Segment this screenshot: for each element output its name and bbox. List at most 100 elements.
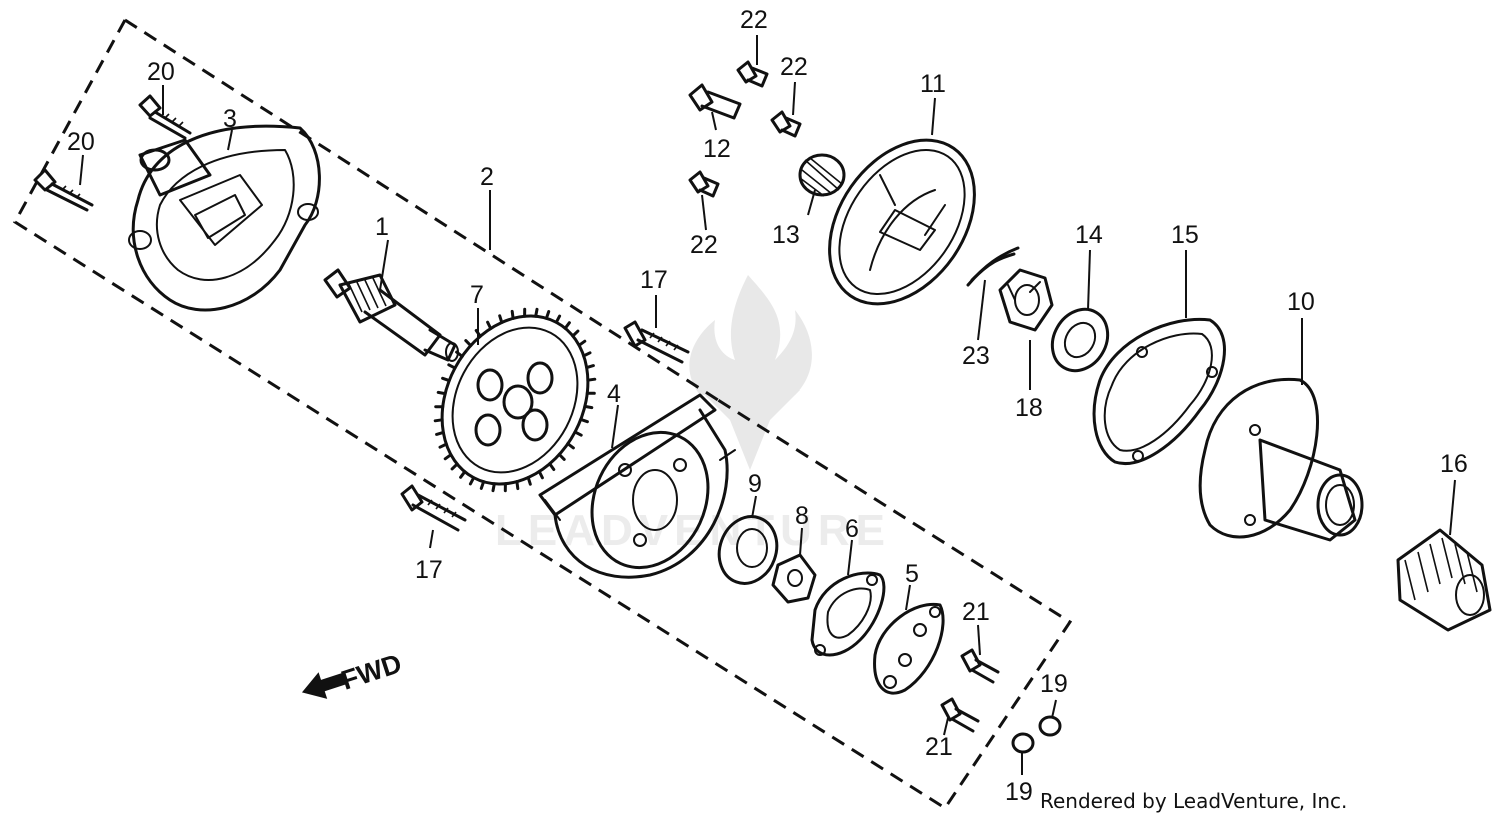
part-17-bolt-upper [623, 320, 690, 364]
callout-2: 2 [480, 163, 494, 191]
gear-tooth [585, 364, 595, 370]
leader-lines [79, 35, 1456, 775]
callout-20-lower: 20 [67, 128, 95, 156]
arrow-left-icon [301, 672, 347, 699]
gear-tooth [566, 442, 575, 450]
part-16-gear [1396, 528, 1492, 632]
callout-18: 18 [1015, 394, 1043, 422]
gear-tooth [443, 453, 453, 461]
callout-15: 15 [1171, 221, 1199, 249]
part-12-bolt [688, 83, 742, 120]
gear-tooth [468, 476, 476, 486]
part-13-spring [798, 153, 846, 197]
part-15-gasket [1092, 317, 1226, 465]
part-22-bolt-low [688, 170, 720, 198]
callout-9: 9 [748, 470, 762, 498]
gear-tooth [582, 351, 592, 358]
part-6-gasket [810, 571, 886, 657]
callout-16: 16 [1440, 450, 1468, 478]
gear-tooth [577, 339, 587, 347]
part-5-cover-plate [873, 602, 945, 695]
gear-tooth [459, 470, 467, 479]
callout-17-upper: 17 [640, 266, 668, 294]
gear-tooth [579, 417, 589, 424]
gear-tooth [583, 404, 594, 410]
part-10-housing [1198, 377, 1364, 542]
gear-tooth [486, 320, 493, 330]
callout-1: 1 [375, 213, 389, 241]
gear-tooth [441, 376, 451, 383]
part-11-oil-strainer [828, 138, 976, 306]
callout-19-upper: 19 [1040, 670, 1068, 698]
fwd-label: FWD [338, 648, 406, 696]
gear-tooth [433, 418, 444, 423]
part-19-o-ring-lower [1011, 732, 1035, 754]
gear-tooth [464, 339, 473, 348]
callout-22-mid: 22 [780, 53, 808, 81]
part-21-screw-lower [940, 697, 980, 733]
gear-tooth [510, 309, 515, 320]
gear-tooth [571, 329, 580, 338]
gear-tooth [586, 377, 597, 382]
part-8-inner-rotor [771, 553, 817, 604]
part-20-bolt-upper [138, 94, 192, 140]
gear-tooth [447, 363, 457, 370]
forward-direction-indicator: FWD [301, 648, 406, 699]
part-22-bolt-mid [770, 110, 802, 138]
callout-5: 5 [905, 560, 919, 588]
part-22-bolt-top [736, 60, 769, 88]
part-1-pump-shaft [323, 268, 459, 362]
part-4-pump-body [538, 393, 736, 579]
part-9-outer-rotor [717, 515, 779, 585]
gear-tooth [435, 430, 445, 436]
gear-tooth [544, 310, 551, 320]
callout-6: 6 [845, 515, 859, 543]
callout-8: 8 [795, 502, 809, 530]
gear-tooth [573, 430, 583, 437]
gear-tooth [526, 476, 532, 486]
assembly-boundary [13, 18, 1073, 811]
gear-tooth [563, 321, 571, 330]
callout-22-low: 22 [690, 231, 718, 259]
part-17-bolt-lower [400, 484, 467, 532]
gear-tooth [455, 350, 464, 358]
part-23-cotter-pin [966, 246, 1020, 287]
gear-tooth [450, 462, 459, 471]
callout-17-lower: 17 [415, 556, 443, 584]
gear-tooth [498, 314, 504, 324]
callout-22-top: 22 [740, 6, 768, 34]
gear-tooth [537, 470, 544, 480]
gear-tooth [557, 452, 566, 461]
gear-tooth [548, 462, 556, 471]
gear-tooth [554, 314, 562, 324]
callout-11: 11 [920, 70, 946, 98]
part-21-screw-upper [960, 648, 1000, 684]
callout-7: 7 [470, 281, 484, 309]
gear-tooth [438, 442, 448, 449]
credit-text: Rendered by LeadVenture, Inc. [1040, 789, 1347, 813]
part-20-bolt-lower [33, 168, 94, 212]
watermark-logo [689, 275, 812, 470]
watermark-text: LEADVENTURE [495, 506, 891, 555]
part-18-castle-nut [998, 268, 1054, 332]
callout-23: 23 [962, 342, 990, 370]
part-7-driven-gear [433, 307, 597, 493]
callout-10: 10 [1287, 288, 1315, 316]
gear-tooth [491, 482, 496, 493]
part-14-washer [1050, 307, 1110, 373]
gear-tooth [534, 307, 539, 318]
callout-21-lower: 21 [925, 733, 953, 761]
callout-12: 12 [703, 135, 731, 163]
gear-tooth [436, 390, 447, 396]
callout-14: 14 [1075, 221, 1103, 249]
callout-21-upper: 21 [962, 598, 990, 626]
callout-13: 13 [772, 221, 800, 249]
gear-tooth [515, 480, 520, 491]
gear-tooth [479, 480, 486, 490]
part-3-pump-cover [128, 124, 321, 312]
part-19-o-ring-upper [1038, 715, 1062, 737]
callout-3: 3 [223, 105, 237, 133]
callout-4: 4 [607, 380, 621, 408]
